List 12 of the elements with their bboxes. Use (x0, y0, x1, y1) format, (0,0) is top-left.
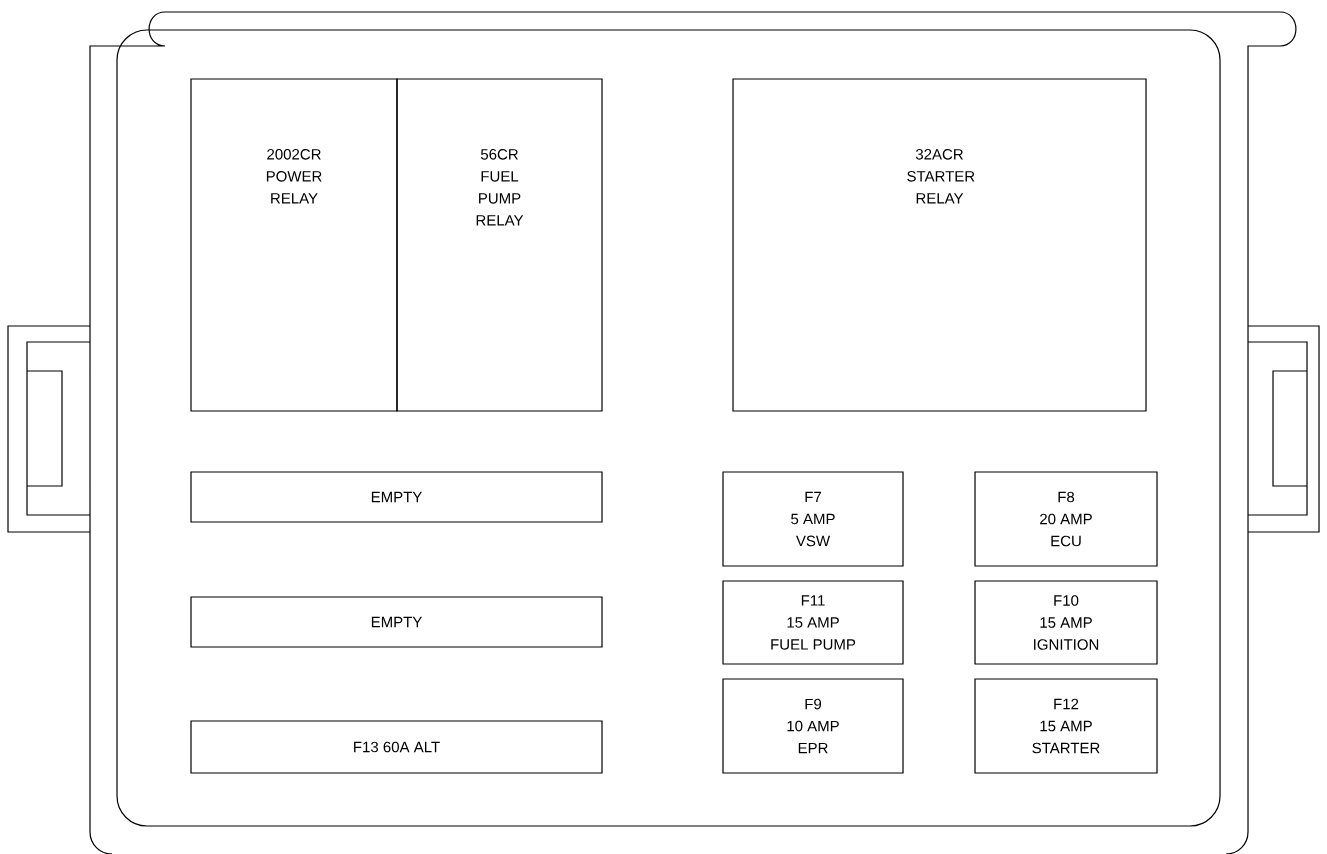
relay-box: 2002CR POWER RELAY (190, 78, 398, 412)
fuse-box: F11 15 AMP FUEL PUMP (722, 580, 904, 665)
fuse-box: F9 10 AMP EPR (722, 678, 904, 774)
relay-box: 56CR FUEL PUMP RELAY (396, 78, 603, 412)
fuse-slot: EMPTY (190, 596, 603, 648)
fuse-box: F12 15 AMP STARTER (974, 678, 1158, 774)
fuse-slot: F13 60A ALT (190, 720, 603, 774)
fuse-box: F8 20 AMP ECU (974, 471, 1158, 567)
relay-box: 32ACR STARTER RELAY (732, 78, 1147, 412)
fuse-slot: EMPTY (190, 471, 603, 523)
fuse-box: F7 5 AMP VSW (722, 471, 904, 567)
fuse-box: F10 15 AMP IGNITION (974, 580, 1158, 665)
